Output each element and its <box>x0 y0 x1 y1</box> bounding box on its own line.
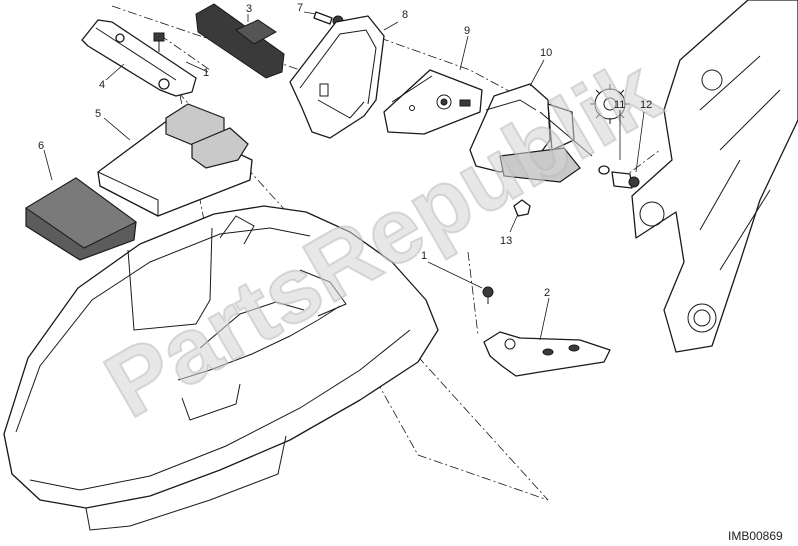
part-8-cover <box>289 15 385 139</box>
callout-11: 11 <box>614 99 625 111</box>
part-11-12-fasteners <box>598 165 640 189</box>
callout-10: 10 <box>540 47 552 59</box>
callout-1: 1 <box>203 67 209 79</box>
callout-13: 13 <box>500 235 512 247</box>
callout-7: 7 <box>297 2 303 14</box>
callout-6: 6 <box>38 140 44 152</box>
callout-labels: 1 2 3 4 5 6 7 8 9 10 11 12 13 1 <box>38 2 652 299</box>
gear-icon <box>590 84 630 124</box>
callout-4: 4 <box>99 79 105 91</box>
part-2-bracket <box>483 331 611 377</box>
callout-9: 9 <box>464 25 470 37</box>
part-10-housing <box>469 83 593 183</box>
part-5-control-unit <box>97 103 253 217</box>
part-6-pad <box>25 177 137 261</box>
part-9-plate <box>383 69 483 135</box>
diagram-code: IMB00869 <box>728 529 783 543</box>
callout-1-lower: 1 <box>421 250 427 262</box>
main-tray <box>3 205 439 531</box>
callout-5: 5 <box>95 108 101 120</box>
part-1-screw-top <box>153 32 165 52</box>
callout-8: 8 <box>402 9 408 21</box>
leader-lines <box>43 11 645 341</box>
callout-2: 2 <box>544 287 550 299</box>
callout-12: 12 <box>640 99 652 111</box>
part-1-screw-lower <box>482 286 494 304</box>
part-13-nut <box>513 199 531 217</box>
frame-bracket <box>631 0 798 353</box>
part-3-connector <box>195 3 285 79</box>
callout-3: 3 <box>246 3 252 15</box>
part-4-bracket <box>81 19 197 97</box>
